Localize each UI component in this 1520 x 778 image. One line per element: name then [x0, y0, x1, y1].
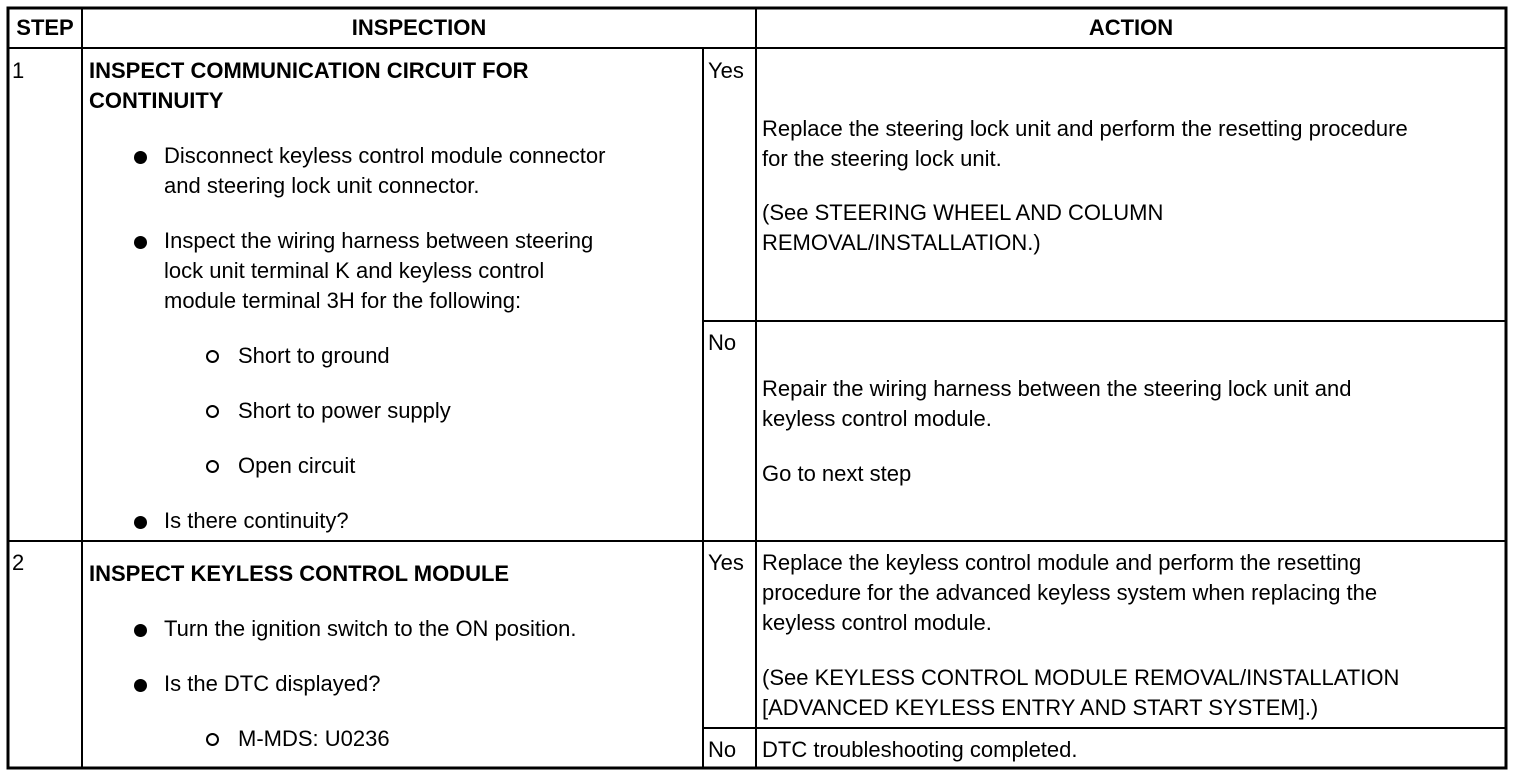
step1-sub-item-open-circuit: Open circuit	[238, 453, 356, 478]
bullet-icon	[134, 516, 147, 529]
circle-bullet-icon	[206, 460, 219, 473]
step1-no-line1: Repair the wiring harness between the st…	[762, 376, 1352, 401]
step1-title-line2: CONTINUITY	[89, 88, 224, 113]
step1-yes-line1: Replace the steering lock unit and perfo…	[762, 116, 1408, 141]
circle-bullet-icon	[206, 733, 219, 746]
bullet-icon	[134, 624, 147, 637]
header-step: STEP	[16, 15, 74, 40]
step1-no-line2: keyless control module.	[762, 406, 992, 431]
step2-yes-line2: procedure for the advanced keyless syste…	[762, 580, 1378, 605]
step1-yes-line3: (See STEERING WHEEL AND COLUMN	[762, 200, 1164, 225]
step2-yes-line3: keyless control module.	[762, 610, 992, 635]
step1-sub-item-short-to-ground: Short to ground	[238, 343, 390, 368]
step1-yes-line4: REMOVAL/INSTALLATION.)	[762, 230, 1041, 255]
header-action: ACTION	[1088, 15, 1174, 40]
step1-yes-label: Yes	[708, 58, 744, 83]
step1-bullet1-line2: and steering lock unit connector.	[164, 173, 480, 198]
step2-no-label: No	[708, 737, 737, 762]
step2-bullet1: Turn the ignition switch to the ON posit…	[164, 616, 577, 641]
header-inspection: INSPECTION	[351, 15, 487, 40]
step1-no-line3: Go to next step	[762, 461, 912, 486]
step1-no-label: No	[708, 330, 737, 355]
step1-bullet2-line2: lock unit terminal K and keyless control	[164, 258, 545, 283]
step2-yes-label: Yes	[708, 550, 744, 575]
step1-bullet2-line1: Inspect the wiring harness between steer…	[164, 228, 594, 253]
step2-sub-item: M-MDS: U0236	[238, 726, 390, 751]
step1-bullet1-line1: Disconnect keyless control module connec…	[164, 143, 606, 168]
step2-yes-line4: (See KEYLESS CONTROL MODULE REMOVAL/INST…	[762, 665, 1400, 690]
step2-title: INSPECT KEYLESS CONTROL MODULE	[89, 561, 510, 586]
circle-bullet-icon	[206, 405, 219, 418]
step2-number: 2	[12, 550, 25, 575]
step2-yes-line5: [ADVANCED KEYLESS ENTRY AND START SYSTEM…	[762, 695, 1319, 720]
step1-bullet2-line3: module terminal 3H for the following:	[164, 288, 522, 313]
step1-yes-line2: for the steering lock unit.	[762, 146, 1002, 171]
step2-no-line1: DTC troubleshooting completed.	[762, 737, 1078, 762]
circle-bullet-icon	[206, 350, 219, 363]
step2-yes-line1: Replace the keyless control module and p…	[762, 550, 1362, 575]
bullet-icon	[134, 236, 147, 249]
step1-sub-item-short-to-power: Short to power supply	[238, 398, 451, 423]
step1-number: 1	[12, 58, 25, 83]
step1-question: Is there continuity?	[164, 508, 349, 533]
bullet-icon	[134, 679, 147, 692]
step2-bullet2: Is the DTC displayed?	[164, 671, 381, 696]
step1-title-line1: INSPECT COMMUNICATION CIRCUIT FOR	[89, 58, 529, 83]
bullet-icon	[134, 151, 147, 164]
